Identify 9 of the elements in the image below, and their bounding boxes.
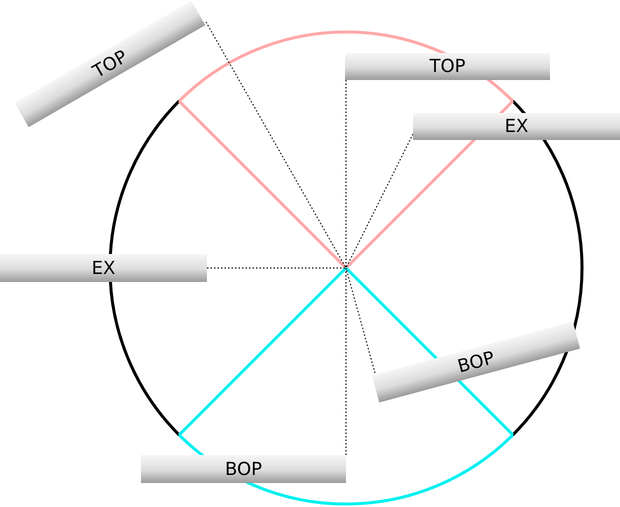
leader-line — [346, 268, 376, 374]
label-bar: BOP — [372, 322, 580, 402]
leader-line — [206, 22, 346, 268]
label-bar: EX — [0, 254, 207, 282]
label-bar: EX — [413, 113, 620, 140]
label-bar: TOP — [345, 53, 550, 80]
label-bar: TOP — [14, 0, 206, 128]
label-bar: BOP — [141, 455, 346, 483]
leader-line — [346, 134, 414, 268]
